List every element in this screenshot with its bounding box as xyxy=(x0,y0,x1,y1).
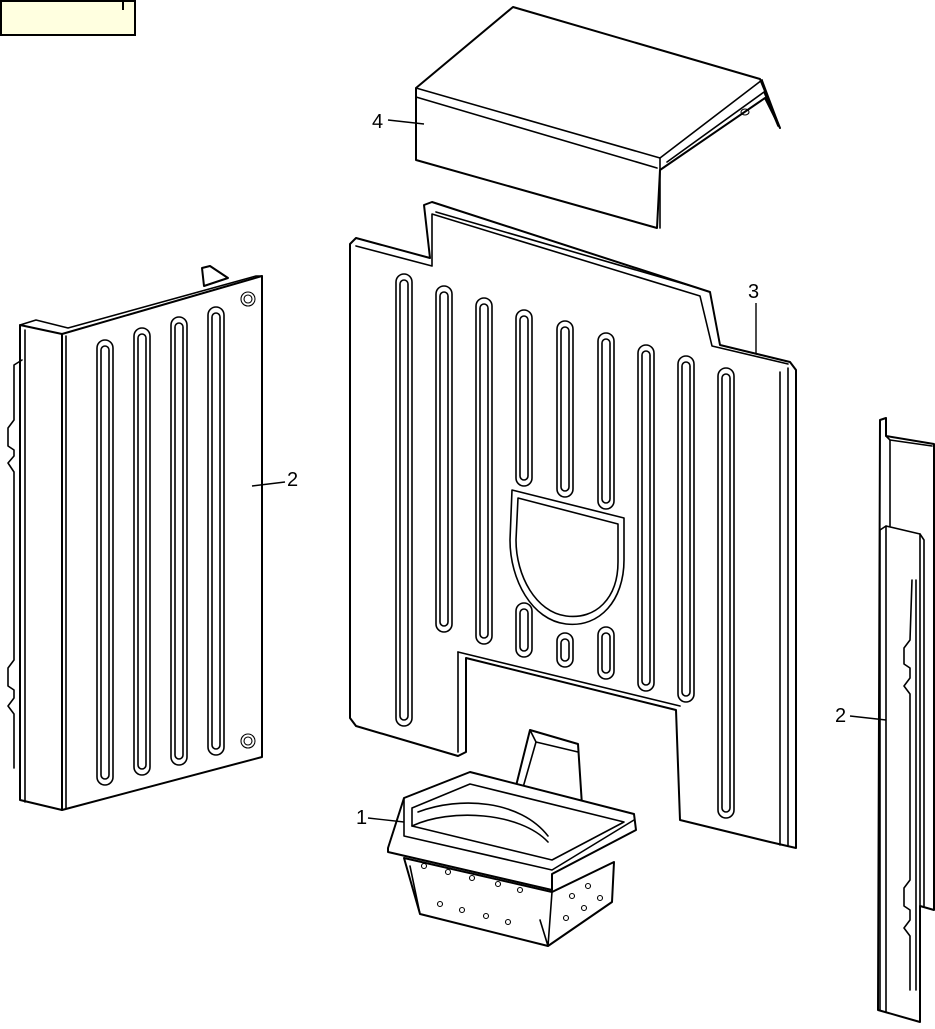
callout-part-2-right: 2 xyxy=(835,705,887,727)
part-1-grate-basket xyxy=(387,729,637,947)
callout-part-1: 1 xyxy=(356,807,405,829)
callout-label-1: 1 xyxy=(356,807,367,829)
callout-label-3: 3 xyxy=(748,281,759,303)
callout-part-4: 4 xyxy=(372,111,425,133)
callout-label-2-right: 2 xyxy=(835,705,846,727)
label-tag-tick xyxy=(122,0,124,10)
part-4-deflector-plate xyxy=(415,6,781,229)
part-3-back-plate xyxy=(349,201,797,849)
callout-part-3: 3 xyxy=(748,281,759,354)
label-tag-box xyxy=(0,0,136,36)
callout-part-2-left: 2 xyxy=(251,469,298,491)
part-2-left-side-panel xyxy=(7,265,263,811)
callout-label-4: 4 xyxy=(372,111,383,133)
part-2-right-side-panel xyxy=(877,417,935,1023)
callout-label-2-left: 2 xyxy=(287,469,298,491)
